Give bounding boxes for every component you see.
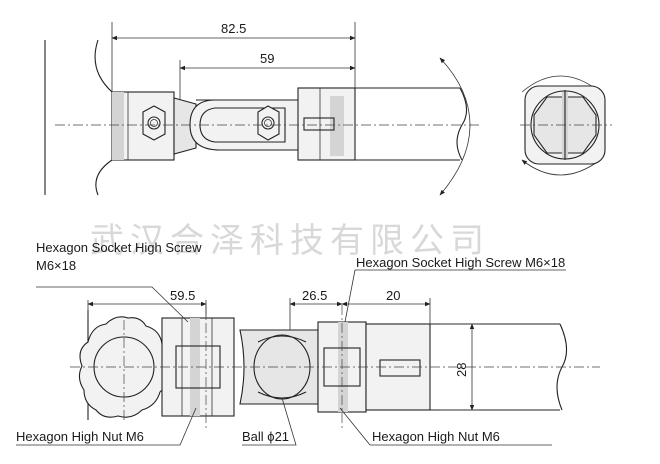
leader-nut-right xyxy=(339,407,552,446)
top-right-socket xyxy=(297,87,356,161)
leader-screw-left xyxy=(36,286,189,323)
top-right-pipe xyxy=(355,87,460,161)
label-ball: Ball ϕ21 xyxy=(242,429,289,444)
leader-nut-left xyxy=(16,407,197,446)
label-nut-right: Hexagon High Nut M6 xyxy=(372,429,500,444)
label-screw-left-line1: Hexagon Socket High Screw xyxy=(36,240,202,255)
top-left-hex-bolt xyxy=(142,105,166,141)
top-left-pipe-break xyxy=(94,39,113,196)
label-screw-left-line2: M6×18 xyxy=(36,258,76,273)
top-rotation-arrow-down xyxy=(439,124,471,196)
dim-overall-text: 82.5 xyxy=(221,21,246,36)
dim-left-text: 59.5 xyxy=(170,288,195,303)
dim-height-text: 28 xyxy=(454,363,469,377)
dim-right-text: 20 xyxy=(386,288,400,303)
end-rotation-arrow-bottom xyxy=(521,159,601,176)
top-rotation-arrow-up xyxy=(439,57,471,126)
dim-mid-text: 26.5 xyxy=(302,288,327,303)
label-screw-right: Hexagon Socket High Screw M6×18 xyxy=(356,255,565,270)
bottom-front-view: 59.5 26.5 20 28 xyxy=(16,269,600,446)
dim-inner-text: 59 xyxy=(260,51,274,66)
watermark: 武汉合泽科技有限公司 xyxy=(90,221,490,261)
top-right-pipe-break xyxy=(456,87,468,161)
leader-screw-right xyxy=(344,269,566,323)
top-right-hex-bolt xyxy=(257,105,280,141)
end-view xyxy=(520,75,612,176)
top-side-view: 82.5 59 xyxy=(44,21,480,196)
label-nut-left: Hexagon High Nut M6 xyxy=(16,429,144,444)
top-neck xyxy=(173,97,197,155)
leader-ball xyxy=(242,397,297,446)
